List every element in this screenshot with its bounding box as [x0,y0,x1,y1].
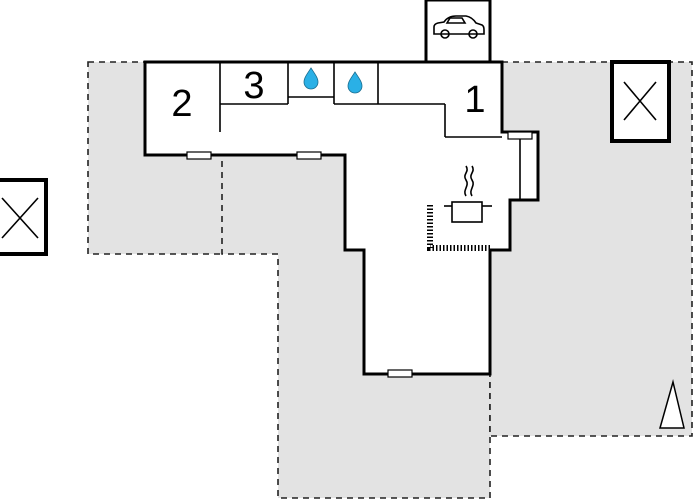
water-drop-icon [303,67,319,90]
room-1-label: 1 [464,79,485,121]
parking-box [424,0,492,64]
room-3-label: 3 [243,65,264,107]
crossed-box-icon [0,178,48,256]
car-icon [433,15,485,39]
crossed-box-icon [610,60,671,143]
window-1 [186,151,212,160]
window-3 [387,369,413,378]
window-4 [507,131,533,140]
windows [186,131,533,378]
water-drop-icon [347,71,363,94]
room-2-label: 2 [171,83,192,125]
cooking-pot-icon [427,165,492,251]
window-2 [296,151,322,160]
north-arrow-icon [659,379,685,429]
parking [424,0,492,64]
interior-walls [219,62,521,200]
